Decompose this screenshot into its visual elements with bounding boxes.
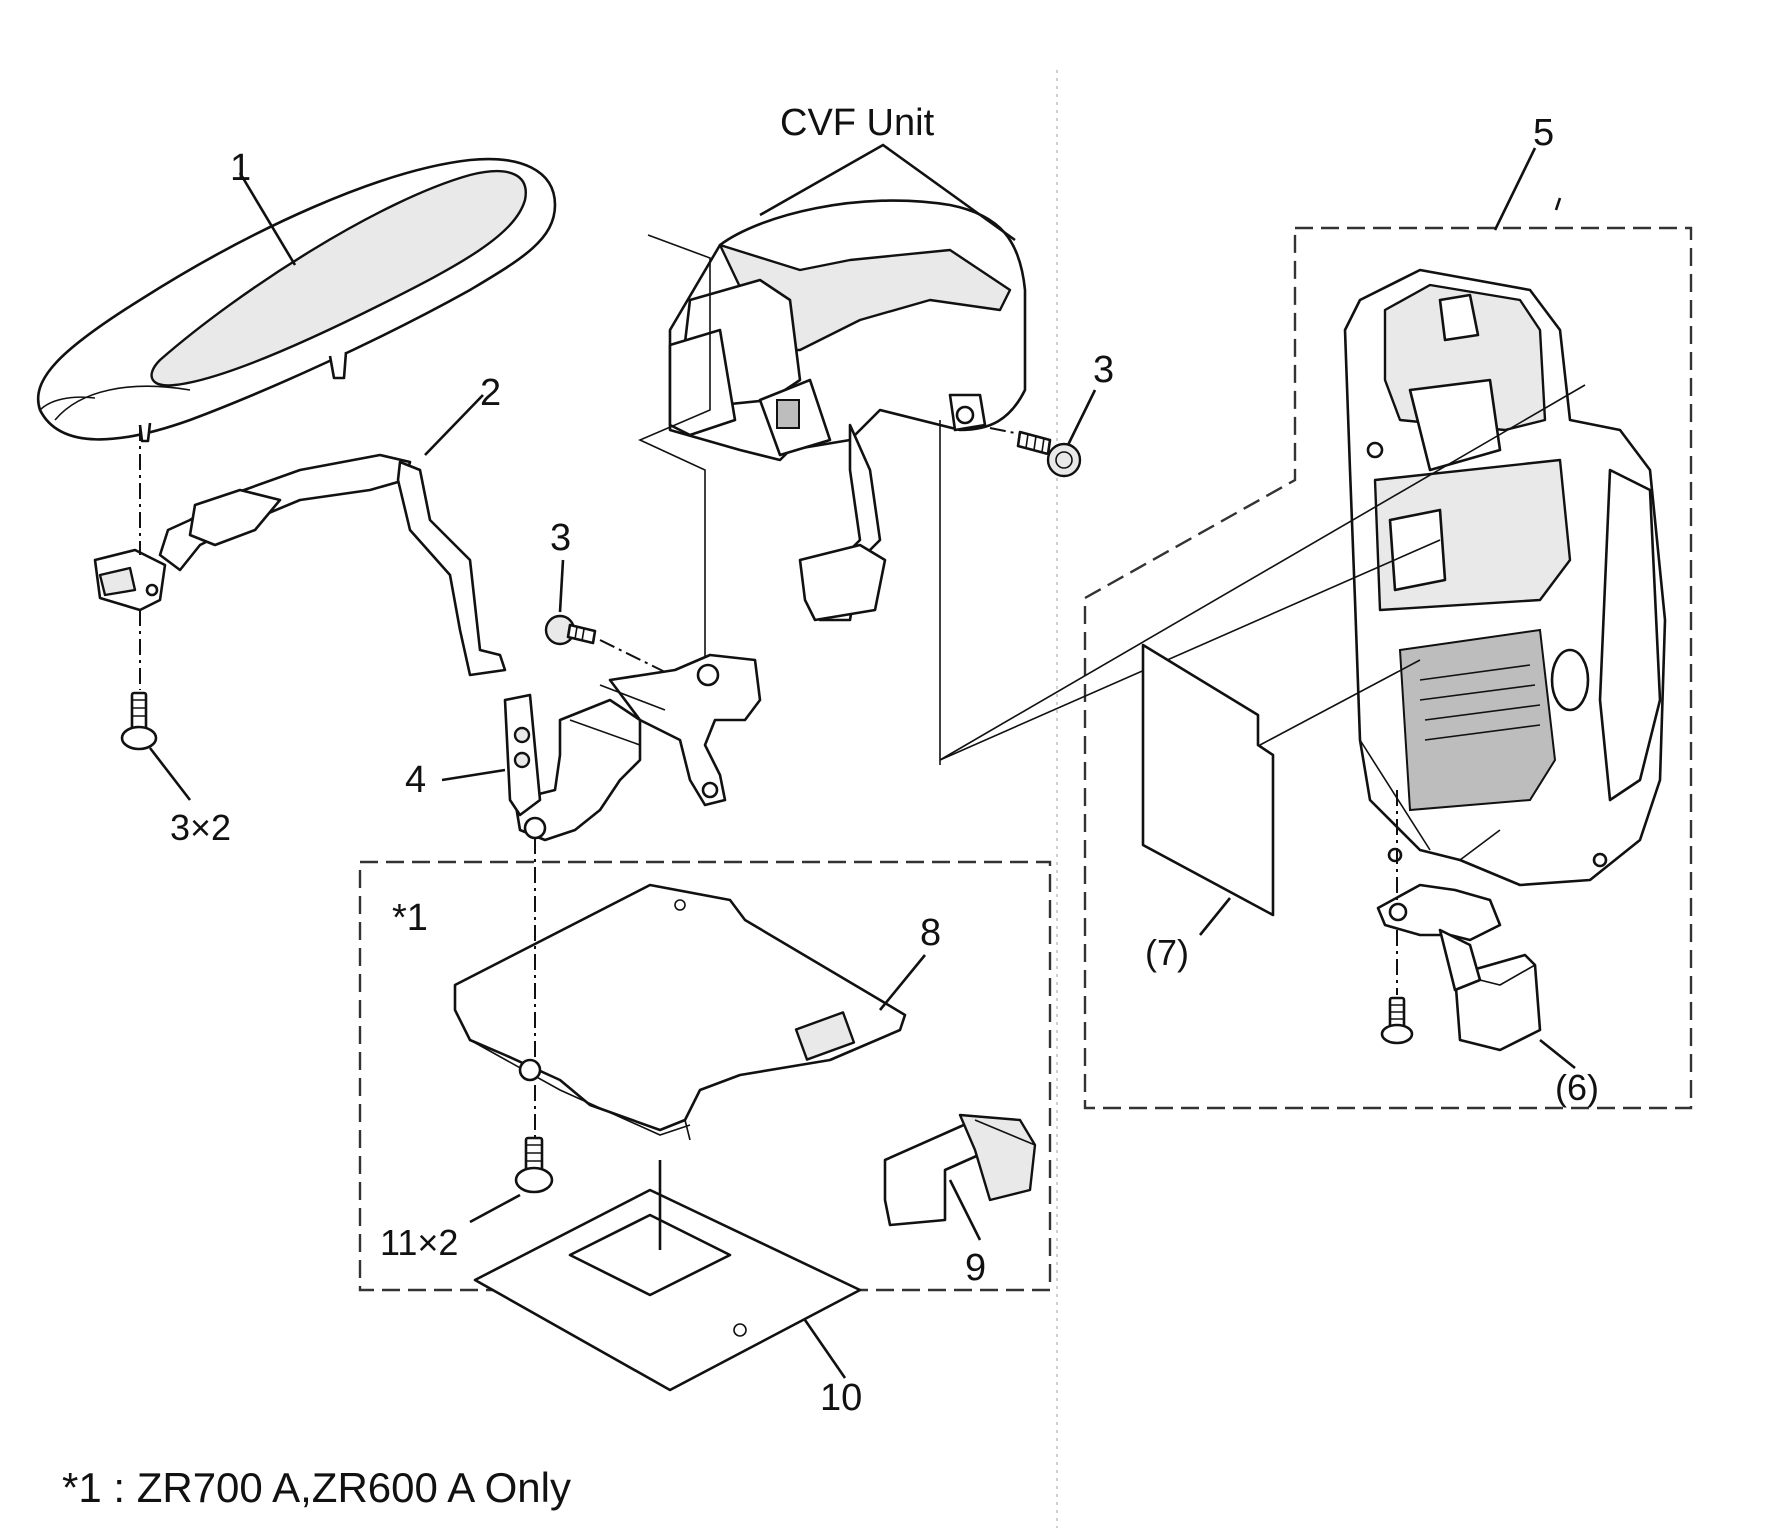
callout-10: 10 <box>820 1377 862 1419</box>
alignment-long-2 <box>939 384 1586 761</box>
callout-3-mid: 3 <box>550 517 571 559</box>
callout-6: (6) <box>1555 1067 1599 1108</box>
leader-8 <box>878 954 927 1011</box>
leader-9 <box>948 1179 982 1241</box>
mark-tick <box>1554 197 1562 211</box>
leader-3-top <box>1066 389 1097 446</box>
alignment-sheet-7 <box>1259 659 1421 746</box>
callout-1: 1 <box>230 147 251 189</box>
callout-5: 5 <box>1533 112 1554 154</box>
callout-7: (7) <box>1145 932 1189 973</box>
callout-4: 4 <box>405 759 426 801</box>
leader-10 <box>803 1319 847 1379</box>
screw-3-mid <box>544 614 597 646</box>
callout-3-top: 3 <box>1093 349 1114 391</box>
part-9-clip <box>883 1113 1037 1227</box>
screw-3x2 <box>120 691 158 751</box>
part-2-bracket <box>93 453 507 677</box>
part-6-connector <box>1376 883 1542 1052</box>
callout-2: 2 <box>480 372 501 414</box>
part-5-chassis <box>1343 268 1667 887</box>
cvf-unit <box>668 199 1027 622</box>
callout-11x2: 11×2 <box>380 1222 458 1263</box>
part-1-top-cover <box>36 157 557 443</box>
callout-3x2: 3×2 <box>170 807 231 848</box>
callout-9: 9 <box>965 1247 986 1289</box>
leader-5 <box>1493 147 1537 231</box>
leader-7 <box>1198 897 1232 936</box>
leader-3x2 <box>148 747 192 801</box>
screw-3-cvf <box>1016 430 1082 478</box>
part-7-sheet <box>1141 643 1275 917</box>
part-8-circuit-board <box>453 883 907 1141</box>
leader-6 <box>1539 1038 1576 1070</box>
leader-3-mid <box>558 559 565 613</box>
screw-11x2 <box>514 1136 554 1194</box>
footnote: *1 : ZR700 A,ZR600 A Only <box>62 1464 571 1511</box>
part-10-sheet <box>473 1188 862 1392</box>
screw-3-mid-axis <box>599 639 666 673</box>
leader-1 <box>238 172 297 266</box>
group-box-5 <box>1083 226 1693 1110</box>
screw-connector <box>1380 996 1414 1045</box>
screw-3-axis <box>989 427 1021 435</box>
cvf-unit-label: CVF Unit <box>780 102 935 144</box>
group-marker: *1 <box>392 897 428 939</box>
leader-11x2 <box>469 1193 521 1224</box>
part-4-mount-bracket <box>503 653 762 842</box>
leader-cvf-unit <box>759 143 1016 242</box>
alignment-long-1 <box>939 539 1441 761</box>
leader-2 <box>424 394 484 456</box>
leader-4 <box>441 768 506 782</box>
callout-8: 8 <box>920 912 941 954</box>
